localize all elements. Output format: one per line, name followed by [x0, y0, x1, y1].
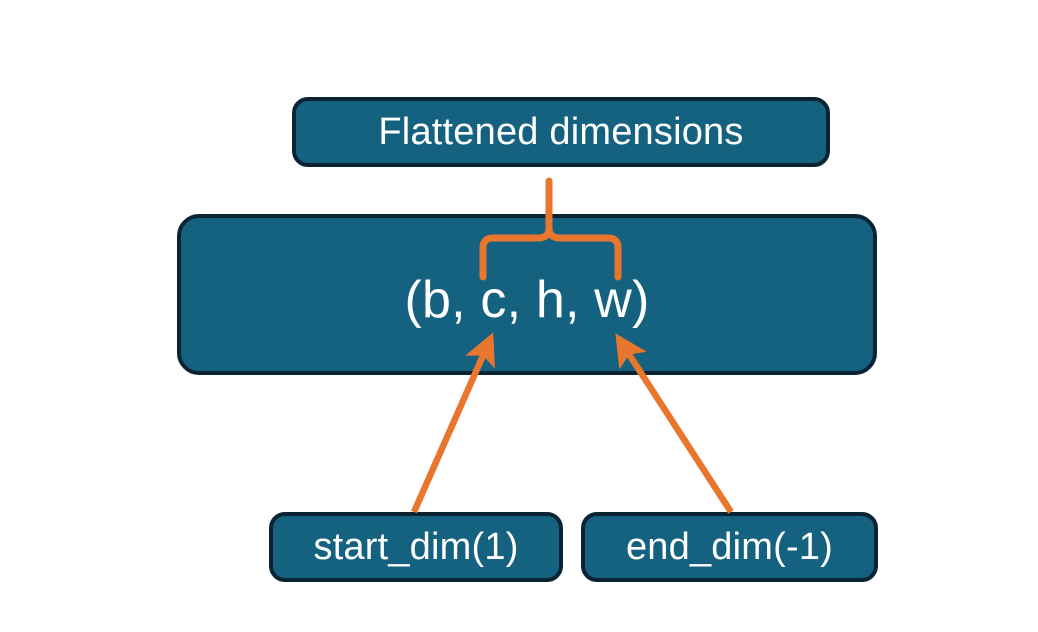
node-start-dim-label: start_dim(1): [313, 525, 519, 568]
node-flattened-dimensions-label: Flattened dimensions: [378, 110, 744, 153]
node-start-dim[interactable]: start_dim(1): [269, 512, 563, 582]
node-shape-tuple-label: (b, c, h, w): [404, 271, 650, 329]
node-shape-tuple[interactable]: (b, c, h, w): [177, 214, 877, 375]
node-end-dim-label: end_dim(-1): [625, 525, 834, 568]
node-end-dim[interactable]: end_dim(-1): [581, 512, 878, 582]
node-flattened-dimensions[interactable]: Flattened dimensions: [292, 97, 830, 167]
